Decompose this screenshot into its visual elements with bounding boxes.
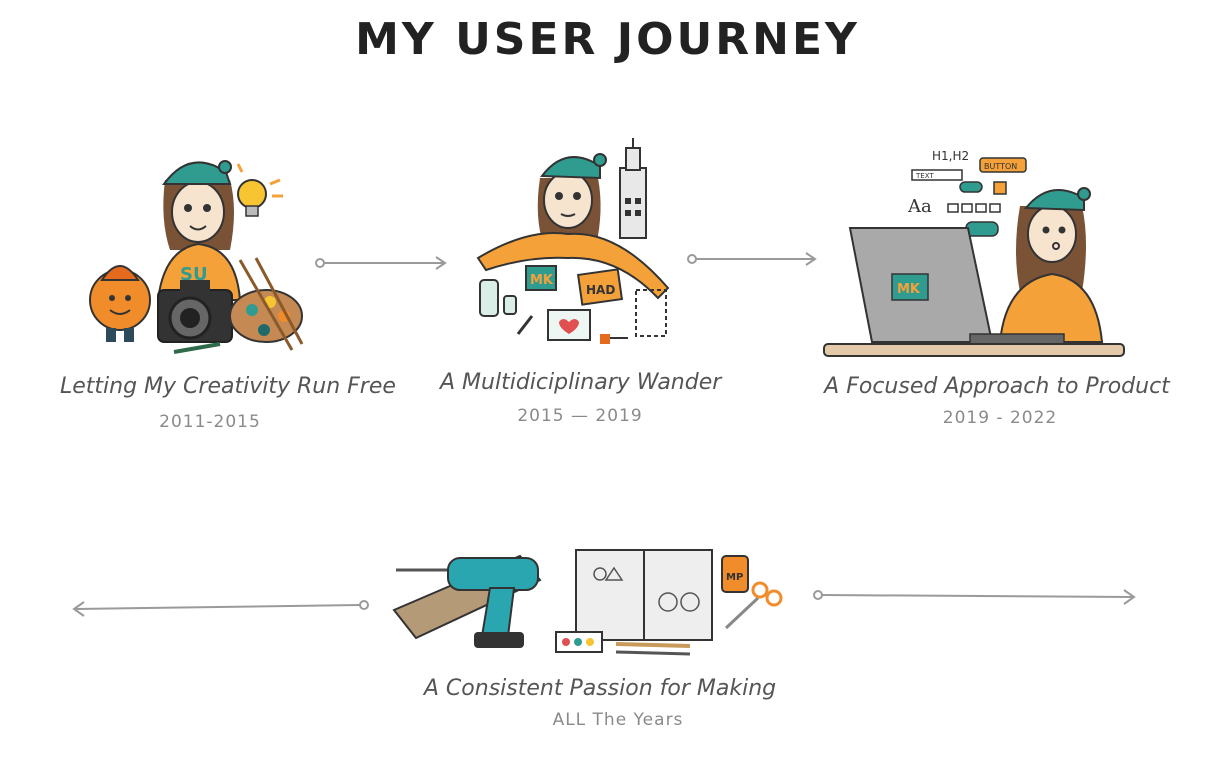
stage-1-years: 2011-2015	[60, 412, 360, 432]
multidisciplinary-person-icon: MK HAD	[468, 138, 698, 368]
arrow-outgoing-right	[810, 586, 1140, 606]
stage-2-illustration: MK HAD	[468, 138, 698, 368]
board-text: HAD	[586, 283, 615, 297]
stage-2-label: A Multidiciplinary Wander	[440, 370, 720, 395]
creative-person-icon: SU	[80, 140, 310, 370]
page-title: MY USER JOURNEY	[0, 14, 1215, 65]
stage-4-label: A Consistent Passion for Making	[400, 676, 800, 701]
stage-2-logo: MK	[530, 273, 554, 288]
arrow-2-to-3	[684, 249, 824, 269]
stage-3-years: 2019 - 2022	[860, 408, 1140, 428]
making-tools-icon: MP	[390, 540, 790, 660]
ui-sketch-button: BUTTON	[984, 162, 1017, 171]
stage-1-label: Letting My Creativity Run Free	[60, 374, 360, 399]
stage-3-illustration: H1,H2 BUTTON TEXT Aa MK	[820, 142, 1130, 364]
ui-sketch-font-sample: Aa	[907, 196, 932, 217]
arrow-incoming-left	[70, 598, 374, 618]
stage-1-illustration: SU	[80, 140, 310, 370]
jar-label: MP	[726, 572, 743, 583]
stage-4-years: ALL The Years	[478, 710, 758, 730]
ui-sketch-heading: H1,H2	[932, 149, 969, 163]
ui-sketch-text-field: TEXT	[915, 172, 934, 180]
stage-3-label: A Focused Approach to Product	[812, 374, 1182, 399]
stage-3-logo: MK	[897, 282, 921, 297]
arrow-1-to-2	[312, 253, 452, 273]
stage-4-illustration: MP	[390, 540, 790, 660]
laptop-person-icon: H1,H2 BUTTON TEXT Aa MK	[820, 142, 1130, 364]
stage-2-years: 2015 — 2019	[440, 406, 720, 426]
